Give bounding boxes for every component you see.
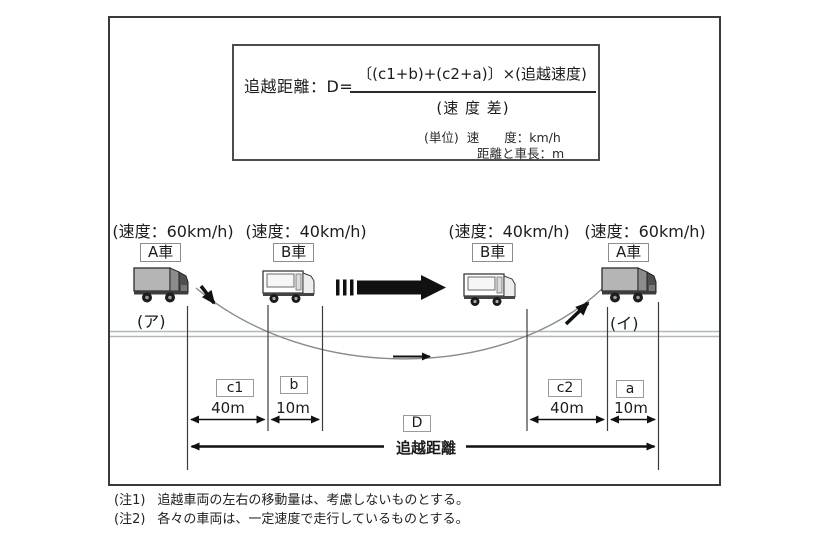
vehicle-b-left-speed: (速度：40km/h)	[245, 222, 367, 241]
vehicle-a-right-label: A車	[608, 243, 650, 262]
measure-label-a: a	[616, 380, 644, 398]
formula-lhs: 追越距離：D=	[244, 77, 354, 96]
truck-icon	[261, 265, 321, 307]
measure-label-b: b	[280, 376, 308, 394]
vehicle-b-right-speed: (速度：40km/h)	[448, 222, 570, 241]
measure-value-b: 10m	[276, 399, 310, 417]
footnote-1-tag: (注1)	[114, 493, 146, 508]
formula-units-line1: (単位) 速 度：km/h	[424, 127, 561, 146]
measure-value-c1: 40m	[211, 399, 245, 417]
measure-label-c1: c1	[216, 379, 254, 397]
vehicle-a-left-speed: (速度：60km/h)	[112, 222, 234, 241]
footnote-1-text: 追越車両の左右の移動量は、考慮しないものとする。	[157, 493, 470, 508]
measure-value-a: 10m	[614, 399, 648, 417]
vehicle-a-right-speed: (速度：60km/h)	[584, 222, 706, 241]
total-distance-label: D	[403, 415, 431, 432]
footnote-2-text: 各々の車両は、一定速度で走行しているものとする。	[157, 512, 469, 527]
position-marker-a: (ア)	[137, 312, 166, 331]
truck-icon	[132, 263, 192, 305]
formula-numerator: 〔(c1+b)+(c2+a)〕×(追越速度)	[357, 65, 587, 83]
measure-label-c2: c2	[548, 379, 582, 397]
formula-fraction-bar	[350, 91, 596, 93]
position-marker-i: (イ)	[610, 314, 639, 333]
measure-value-c2: 40m	[550, 399, 584, 417]
vehicle-a-left-label: A車	[140, 243, 182, 262]
footnote-2-tag: (注2)	[114, 512, 146, 527]
formula-units-line2: 距離と車長：m	[477, 146, 565, 161]
formula-denominator: (速 度 差)	[436, 99, 510, 117]
total-distance-caption: 追越距離	[386, 437, 466, 458]
footnote-1: (注1) 追越車両の左右の移動量は、考慮しないものとする。	[114, 489, 469, 508]
formula-units-prefix: (単位)	[424, 130, 459, 145]
vehicle-b-left-label: B車	[273, 243, 315, 262]
footnote-2: (注2) 各々の車両は、一定速度で走行しているものとする。	[114, 508, 469, 527]
formula-units-speed: 速 度：km/h	[466, 130, 561, 145]
truck-icon	[600, 263, 660, 305]
truck-icon	[462, 268, 522, 310]
formula-box: 追越距離：D= 〔(c1+b)+(c2+a)〕×(追越速度) (速 度 差) (…	[232, 44, 600, 161]
vehicle-b-right-label: B車	[472, 243, 514, 262]
diagram-frame	[108, 16, 721, 486]
